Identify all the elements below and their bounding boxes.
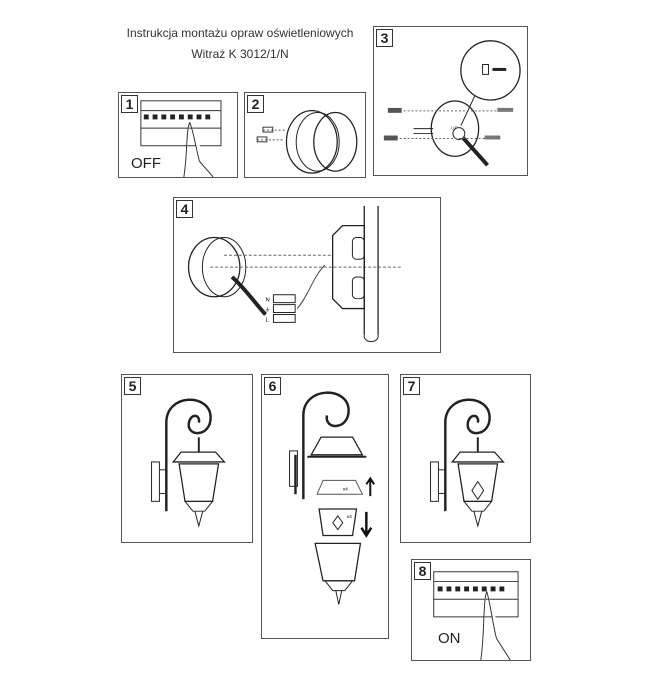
terminal-earth-label: ⏚ [265,307,271,314]
step-1-panel: 1 OFF [118,92,238,178]
step-8-panel: 8 ON [411,559,531,661]
junction-box-illustration [256,109,358,174]
step-number: 7 [403,377,420,395]
model-name: Witraż K 3012/1/N [191,47,289,61]
breaker-on-illustration [433,571,519,660]
glass-replacement-illustration: x4 x4 [289,391,376,605]
step-number: 5 [124,377,141,395]
step-2-panel: 2 [244,92,366,178]
lamp-with-stained-glass-illustration [429,398,505,528]
step-number: 6 [264,377,281,395]
step-3-panel: UP 3 [373,26,528,176]
on-label: ON [438,630,461,647]
step-number: 3 [376,29,393,47]
step-5-panel: 5 [121,374,253,543]
up-marking: UP [451,126,459,132]
step-4-panel: N ⏚ L 4 [173,197,441,353]
mounting-base-illustration: UP [383,40,521,167]
glass-quantity-bottom: x4 [347,514,352,520]
breaker-off-illustration [140,100,222,177]
step-7-panel: 7 [400,374,531,543]
step-number: 2 [247,95,264,113]
glass-quantity-top: x4 [343,486,348,492]
terminal-l-label: L [266,317,270,323]
step-number: 8 [414,562,431,580]
step-6-panel: x4 x4 6 [261,374,389,639]
wiring-illustration: N ⏚ L [187,205,402,343]
off-label: OFF [131,155,161,172]
document-title: Instrukcja montażu opraw oświetleniowych [126,26,354,40]
terminal-n-label: N [266,298,270,304]
step-number: 4 [176,200,193,218]
assembled-lamp-illustration [150,398,226,528]
step-number: 1 [121,95,138,113]
